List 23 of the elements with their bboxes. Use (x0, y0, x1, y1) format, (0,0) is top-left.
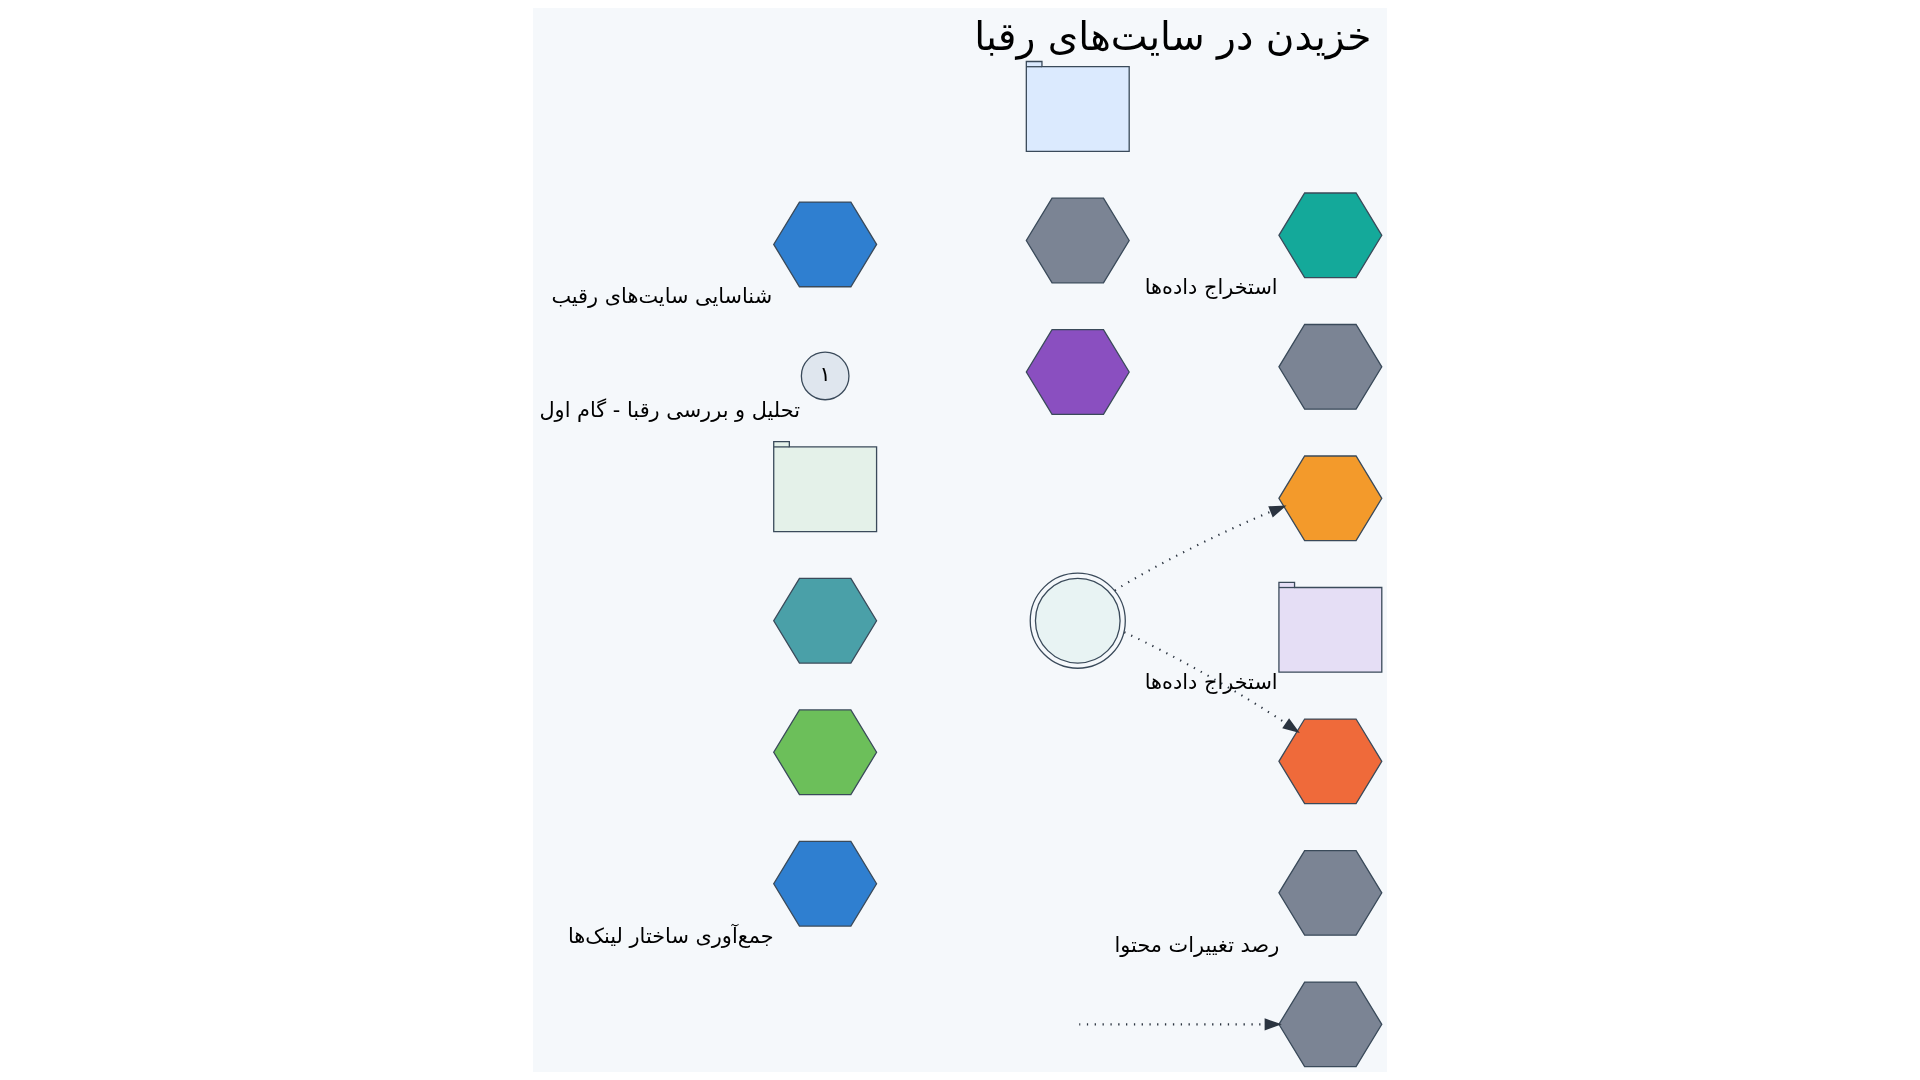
diagram-title: خزیدن در سایت‌های رقبا (974, 13, 1372, 59)
node-hexagon (772, 201, 878, 288)
node-circle: ۱ (800, 351, 850, 401)
node-picture (1029, 572, 1126, 669)
node-label: رصد تغییرات محتوا (1114, 932, 1280, 957)
node-label: شناسایی سایت‌های رقیب (551, 284, 773, 309)
node-hexagon (772, 709, 878, 796)
node-label: جمع‌آوری ساختار لینک‌ها (568, 923, 774, 948)
node-hexagon (1278, 192, 1383, 279)
node-label: استخراج داده‌ها (1144, 669, 1278, 694)
node-hexagon (772, 577, 878, 664)
arrow (1123, 631, 1300, 734)
node-label: تحلیل و بررسی رقبا - گام اول (539, 397, 800, 422)
node-hexagon (1025, 329, 1130, 415)
node-label: استخراج داده‌ها (1144, 275, 1278, 300)
node-hexagon (1025, 197, 1130, 284)
node-hexagon (772, 840, 878, 927)
node-hexagon (1278, 323, 1383, 410)
arrow (1079, 1018, 1282, 1031)
node-hexagon (1278, 849, 1383, 936)
arrow (1114, 505, 1287, 592)
node-hexagon (1278, 455, 1383, 542)
node-hexagon (1278, 981, 1383, 1068)
